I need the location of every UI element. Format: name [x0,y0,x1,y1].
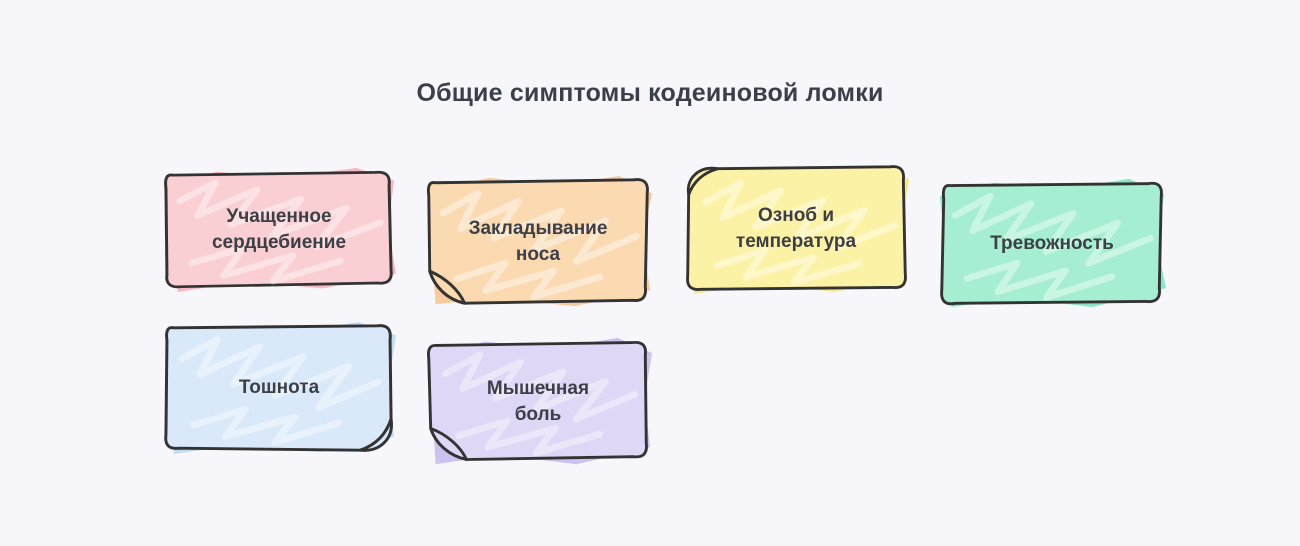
symptom-label: Закладывание носа [468,218,608,265]
sticky-note-shape [164,170,393,289]
symptom-card-muscle-pain: Мышечная боль [422,336,654,468]
symptom-label: Озноб и температура [735,205,857,252]
sticky-note-shape [427,340,648,461]
scribble-texture [441,351,639,457]
symptom-card-rapid-heartbeat: Учащенное сердцебиение [160,166,398,294]
fold-corner [686,166,719,196]
sticky-note-shape [426,178,649,305]
scribble-texture [176,179,384,285]
sticky-note-graphic [163,167,397,293]
scribble-texture [178,336,382,446]
symptom-label: Учащенное сердцебиение [211,206,347,253]
sticky-note-graphic [426,175,653,307]
fold-corner [428,269,466,305]
fold-corner [358,417,393,452]
symptom-label: Тревожность [990,233,1114,255]
scribble-texture [951,192,1154,301]
fold-corner [429,426,468,461]
symptom-card-nasal-congestion: Закладывание носа [422,174,654,310]
scribble-texture [702,179,900,286]
symptom-card-anxiety: Тревожность [936,177,1168,311]
symptom-label: Мышечная боль [486,378,590,425]
symptom-label: Тошнота [238,377,320,399]
sticky-note-shape [940,181,1163,306]
sticky-note-graphic [427,337,653,465]
sticky-note-graphic [939,178,1167,308]
scribble-texture [439,190,640,300]
symptom-card-nausea: Тошнота [160,320,398,456]
sticky-note-graphic [686,165,910,295]
symptom-card-chills-fever: Озноб и температура [681,162,911,296]
page-title: Общие симптомы кодеиновой ломки [416,78,884,107]
sticky-note-graphic [164,321,397,455]
